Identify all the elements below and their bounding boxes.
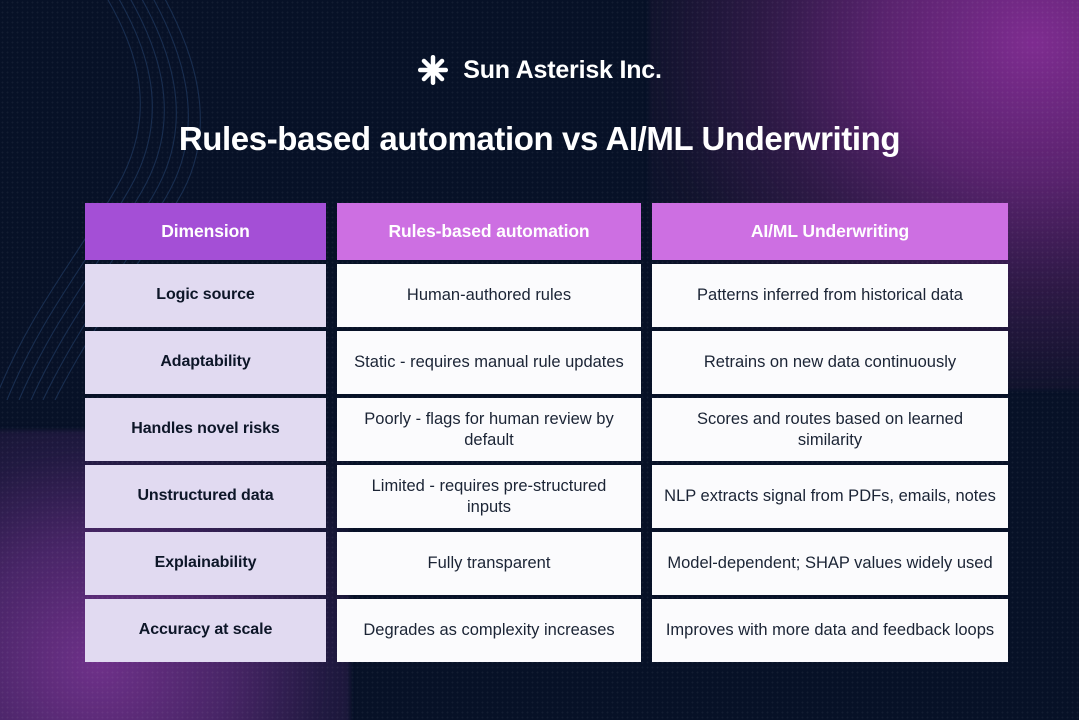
- cell-rules-based: Fully transparent: [337, 532, 641, 595]
- table-row: Adaptability Static - requires manual ru…: [85, 331, 1009, 394]
- cell-rules-based: Degrades as complexity increases: [337, 599, 641, 662]
- cell-dimension: Unstructured data: [85, 465, 326, 528]
- cell-ai-ml: Model-dependent; SHAP values widely used: [652, 532, 1008, 595]
- brand-lockup: Sun Asterisk Inc.: [0, 54, 1079, 86]
- cell-rules-based: Limited - requires pre-structured inputs: [337, 465, 641, 528]
- page-title: Rules-based automation vs AI/ML Underwri…: [178, 120, 901, 157]
- brand-name: Sun Asterisk Inc.: [463, 55, 662, 84]
- asterisk-icon: [418, 54, 449, 86]
- cell-dimension: Explainability: [85, 532, 326, 595]
- table-row: Logic source Human-authored rules Patter…: [85, 264, 1009, 327]
- column-header-ai-ml: AI/ML Underwriting: [652, 203, 1008, 260]
- cell-ai-ml: Retrains on new data continuously: [652, 331, 1008, 394]
- cell-rules-based: Human-authored rules: [337, 264, 641, 327]
- comparison-table: Dimension Rules-based automation AI/ML U…: [85, 203, 1009, 662]
- cell-ai-ml: Scores and routes based on learned simil…: [652, 398, 1008, 461]
- table-row: Unstructured data Limited - requires pre…: [85, 465, 1009, 528]
- cell-ai-ml: Patterns inferred from historical data: [652, 264, 1008, 327]
- cell-ai-ml: NLP extracts signal from PDFs, emails, n…: [652, 465, 1008, 528]
- cell-ai-ml: Improves with more data and feedback loo…: [652, 599, 1008, 662]
- cell-rules-based: Static - requires manual rule updates: [337, 331, 641, 394]
- cell-dimension: Logic source: [85, 264, 326, 327]
- cell-dimension: Adaptability: [85, 331, 326, 394]
- table-header-row: Dimension Rules-based automation AI/ML U…: [85, 203, 1009, 260]
- table-row: Accuracy at scale Degrades as complexity…: [85, 599, 1009, 662]
- table-row: Explainability Fully transparent Model-d…: [85, 532, 1009, 595]
- cell-dimension: Accuracy at scale: [85, 599, 326, 662]
- cell-dimension: Handles novel risks: [85, 398, 326, 461]
- column-header-rules-based: Rules-based automation: [337, 203, 641, 260]
- cell-rules-based: Poorly - flags for human review by defau…: [337, 398, 641, 461]
- table-row: Handles novel risks Poorly - flags for h…: [85, 398, 1009, 461]
- column-header-dimension: Dimension: [85, 203, 326, 260]
